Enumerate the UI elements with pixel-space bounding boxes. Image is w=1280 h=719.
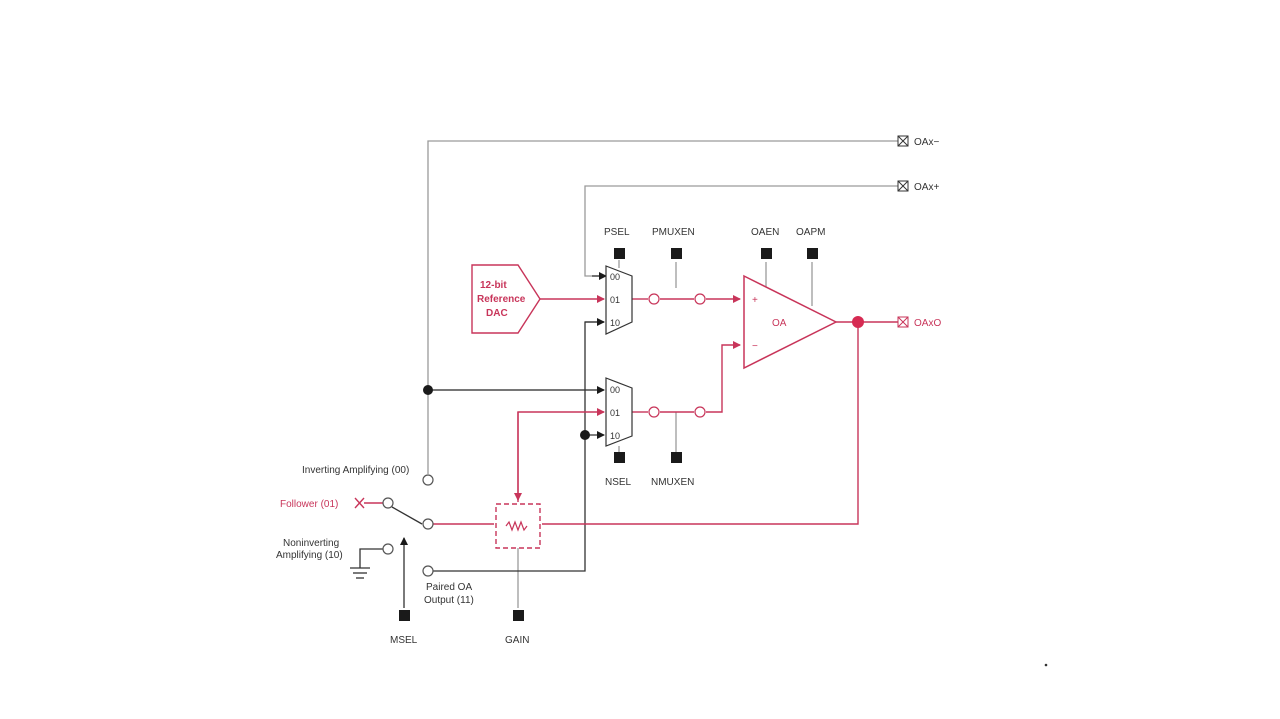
msel-label: MSEL xyxy=(390,635,418,646)
nmuxen-label: NMUXEN xyxy=(651,477,694,488)
red-wires xyxy=(354,295,898,525)
junction-dots xyxy=(423,316,864,440)
control-squares xyxy=(399,248,818,621)
mode-paired-1: Paired OA xyxy=(426,582,472,593)
op-amp-label: OA xyxy=(772,318,787,329)
positive-input-mux: 00 01 10 xyxy=(605,265,633,335)
gain-label: GAIN xyxy=(505,635,529,646)
svg-text:DAC: DAC xyxy=(486,308,508,319)
mode-inverting: Inverting Amplifying (00) xyxy=(302,465,409,476)
mode-noninverting-1: Noninverting xyxy=(283,538,339,549)
negative-input-mux: 00 01 10 xyxy=(605,377,633,447)
pin-oax-out-label: OAxO xyxy=(914,318,941,329)
nmux-input-00: 00 xyxy=(610,385,620,395)
pmux-input-00: 00 xyxy=(610,272,620,282)
pmux-input-10: 10 xyxy=(610,318,620,328)
pin-oax-out: OAxO xyxy=(897,316,941,329)
pin-oax-plus: OAx+ xyxy=(897,180,939,193)
oaen-label: OAEN xyxy=(751,227,779,238)
nmux-input-10: 10 xyxy=(610,431,620,441)
mode-follower: Follower (01) xyxy=(280,499,338,510)
stray-dot xyxy=(1044,663,1048,667)
gain-resistor-network xyxy=(495,503,541,549)
op-amp-plus: + xyxy=(752,295,758,306)
mode-noninverting-2: Amplifying (10) xyxy=(276,550,343,561)
oapm-label: OAPM xyxy=(796,227,825,238)
nmux-input-01: 01 xyxy=(610,408,620,418)
control-labels: PSEL PMUXEN OAEN OAPM NSEL NMUXEN MSEL G… xyxy=(390,227,825,646)
op-amp-minus: − xyxy=(752,341,758,352)
reference-dac: 12-bit Reference DAC xyxy=(471,264,541,334)
mode-paired-2: Output (11) xyxy=(424,595,474,606)
svg-text:Reference: Reference xyxy=(477,294,526,305)
op-amp: + − OA xyxy=(743,274,838,370)
mode-labels: Inverting Amplifying (00) Follower (01) … xyxy=(276,465,474,606)
svg-text:12-bit: 12-bit xyxy=(480,280,507,291)
pin-oax-plus-label: OAx+ xyxy=(914,182,939,193)
pin-oax-minus: OAx− xyxy=(897,135,939,148)
pin-oax-minus-label: OAx− xyxy=(914,137,939,148)
psel-label: PSEL xyxy=(604,227,630,238)
nsel-label: NSEL xyxy=(605,477,632,488)
open-nodes xyxy=(382,293,706,577)
pmux-input-01: 01 xyxy=(610,295,620,305)
pmuxen-label: PMUXEN xyxy=(652,227,695,238)
